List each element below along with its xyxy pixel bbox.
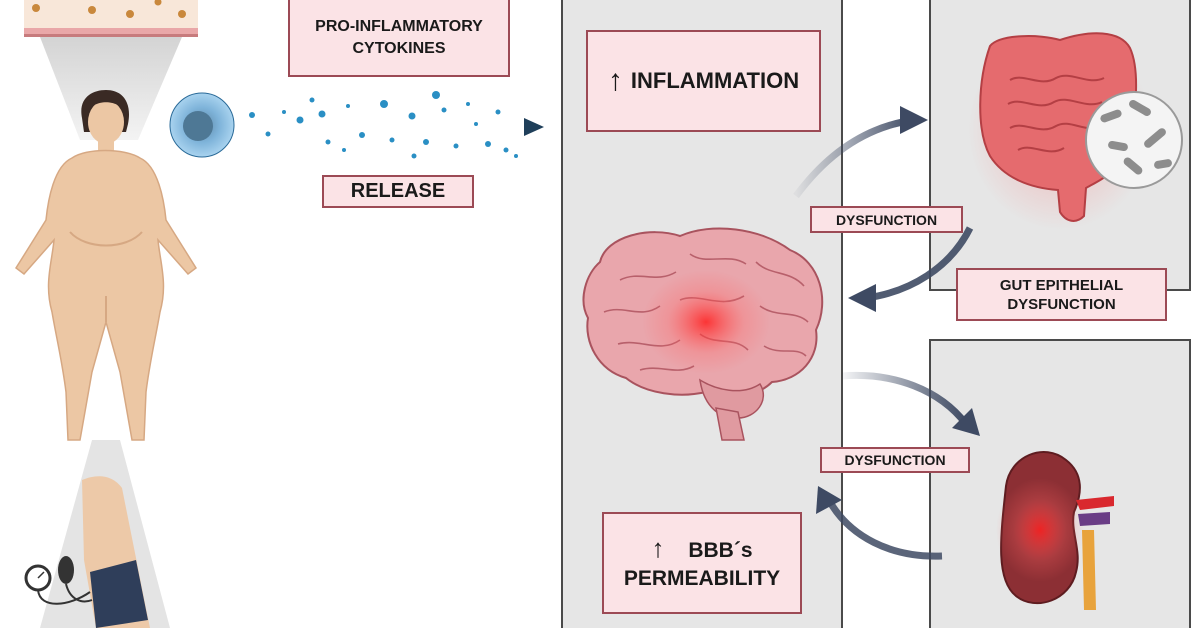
increase-arrow-icon: ↑: [607, 64, 623, 97]
cytokines-label-line2: CYTOKINES: [352, 39, 446, 57]
arrow-brain-to-gut-head: [900, 106, 928, 134]
inflammation-label: ↑ INFLAMMATION: [586, 30, 821, 132]
arrow-brain-to-kidney: [841, 371, 969, 427]
bbb-label-line1: BBB´s: [688, 538, 753, 562]
blood-pressure-icon: [24, 476, 150, 628]
release-label: RELEASE: [322, 175, 474, 208]
brain-icon: [582, 227, 824, 441]
arrow-gut-to-brain-head: [848, 284, 876, 312]
dysfunction-lower-text: DYSFUNCTION: [844, 452, 946, 468]
gut-label-line1: GUT EPITHELIAL: [999, 276, 1124, 294]
curved-arrows: [793, 106, 980, 560]
increase-arrow-icon: ↑: [651, 532, 665, 563]
arrow-gut-to-brain: [865, 226, 974, 302]
dysfunction-label-lower: DYSFUNCTION: [820, 447, 970, 473]
woman-with-obesity-icon: [14, 90, 198, 441]
kidney-icon: [996, 451, 1114, 610]
beam-top: [40, 37, 182, 140]
pro-inflammatory-cytokines-label: PRO-INFLAMMATORY CYTOKINES: [288, 0, 510, 77]
cytokines-label-line1: PRO-INFLAMMATORY: [315, 17, 483, 35]
immune-cell-icon: [169, 92, 235, 158]
inflammation-label-text: INFLAMMATION: [630, 68, 800, 93]
gut-epithelial-dysfunction-label: GUT EPITHELIAL DYSFUNCTION: [956, 268, 1167, 321]
release-label-text: RELEASE: [350, 180, 446, 202]
bacteria-icon: [1085, 91, 1183, 189]
arrow-brain-to-gut: [793, 116, 915, 199]
cytokine-particles-icon: [249, 91, 518, 159]
dysfunction-label-upper: DYSFUNCTION: [810, 206, 963, 233]
release-arrow-head: [524, 118, 544, 136]
gut-label-line2: DYSFUNCTION: [1007, 295, 1116, 313]
arrow-kidney-to-brain: [826, 500, 943, 560]
dysfunction-upper-text: DYSFUNCTION: [835, 211, 938, 228]
bbb-label-line2: PERMEABILITY: [623, 566, 781, 590]
bbb-permeability-label: ↑ BBB´s PERMEABILITY: [602, 512, 802, 614]
arrow-brain-to-kidney-head: [952, 408, 980, 436]
arrow-kidney-to-brain-head: [816, 486, 842, 514]
adipose-tissue-icon: [24, 0, 198, 37]
